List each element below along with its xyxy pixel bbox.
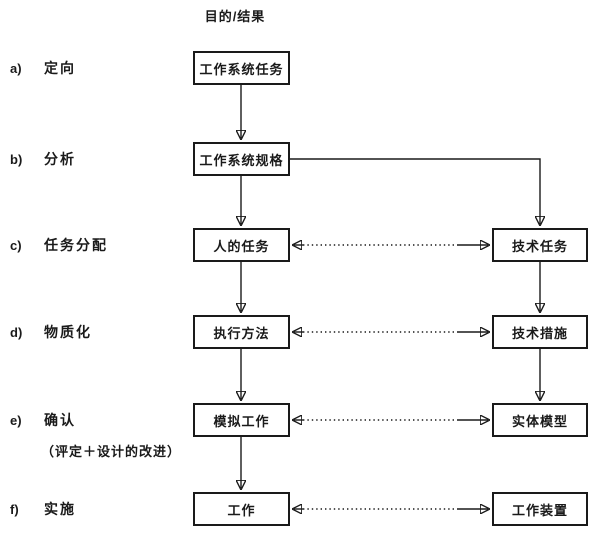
box-technical-task: 技术任务 xyxy=(492,228,588,262)
box-work-equipment: 工作装置 xyxy=(492,492,588,526)
stage-label-f: f) 实施 xyxy=(10,492,76,526)
stage-name: 物质化 xyxy=(44,324,92,340)
stage-letter: d) xyxy=(10,324,23,340)
stage-letter: a) xyxy=(10,60,22,76)
stage-letter: f) xyxy=(10,501,19,517)
stage-name: 分析 xyxy=(44,151,76,167)
stage-label-a: a) 定向 xyxy=(10,51,76,85)
stage-letter: b) xyxy=(10,151,23,167)
box-physical-mockup: 实体模型 xyxy=(492,403,588,437)
stage-label-b: b) 分析 xyxy=(10,142,76,176)
stage-name: 任务分配 xyxy=(44,237,108,253)
stage-name: 确认 xyxy=(44,412,76,428)
box-human-task: 人的任务 xyxy=(193,228,290,262)
box-technical-measures: 技术措施 xyxy=(492,315,588,349)
box-work-system-task: 工作系统任务 xyxy=(193,51,290,85)
box-work: 工作 xyxy=(193,492,290,526)
stage-name: 实施 xyxy=(44,501,76,517)
stage-note-e: （评定＋设计的改进） xyxy=(41,444,182,459)
stage-label-d: d) 物质化 xyxy=(10,315,92,349)
stage-label-e: e) 确认 xyxy=(10,403,76,437)
stage-letter: e) xyxy=(10,412,22,428)
diagram-title: 目的/结果 xyxy=(204,9,266,24)
stage-letter: c) xyxy=(10,237,22,253)
stage-label-c: c) 任务分配 xyxy=(10,228,108,262)
box-execution-method: 执行方法 xyxy=(193,315,290,349)
box-work-system-spec: 工作系统规格 xyxy=(193,142,290,176)
box-simulated-work: 模拟工作 xyxy=(193,403,290,437)
arrow-spec-to-tech-task xyxy=(290,158,540,224)
stage-name: 定向 xyxy=(44,60,76,76)
